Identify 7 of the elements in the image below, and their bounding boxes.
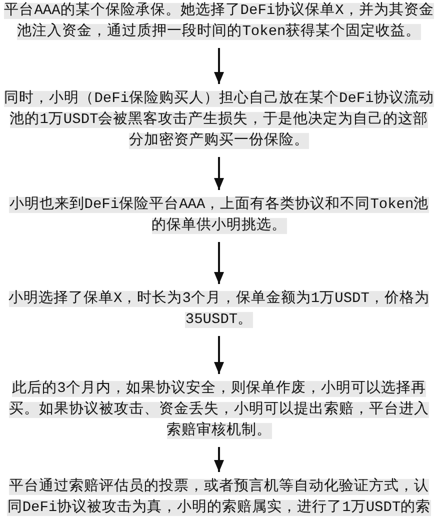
arrow [214, 48, 224, 84]
arrow [214, 157, 224, 190]
arrow [214, 336, 224, 374]
step-text: 同时，小明（DeFi保险购买人）担心自己放在某个DeFi协议流动池的1万USDT会被黑客攻击产生损失，于是他决定为自己的这部分加密资产购买一份保险。 [3, 89, 435, 152]
step-text: 平台AAA的某个保险承保。她选择了DeFi协议保单X，并为其资金池注入资金，通过质押一段时间的Token获得某个固定收益。 [3, 1, 435, 43]
arrow [214, 242, 224, 284]
arrow [214, 447, 224, 472]
